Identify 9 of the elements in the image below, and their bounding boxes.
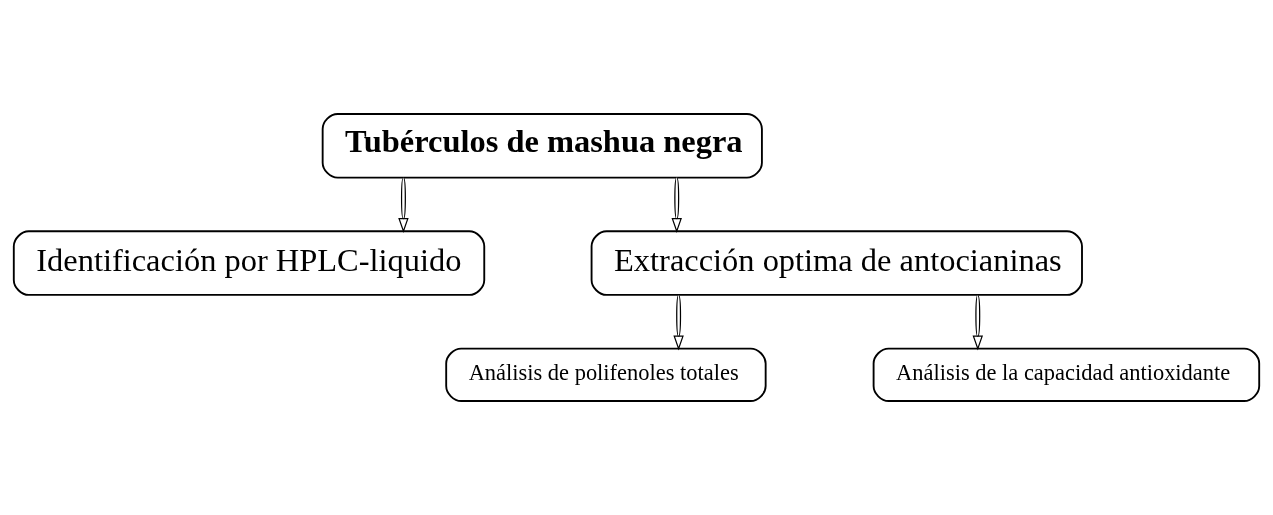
arrow xyxy=(972,294,984,351)
arrow xyxy=(673,294,684,351)
node-box: Identificación por HPLC-liquido xyxy=(12,230,486,296)
node-box: Extracción optima de antocianinas xyxy=(590,230,1083,296)
arrow xyxy=(398,177,409,233)
arrow xyxy=(671,177,682,233)
node-box: Análisis de la capacidad antioxidante xyxy=(872,347,1261,402)
node-box: Análisis de polifenoles totales xyxy=(445,347,767,402)
node-box: Tubérculos de mashua negra xyxy=(321,113,763,179)
